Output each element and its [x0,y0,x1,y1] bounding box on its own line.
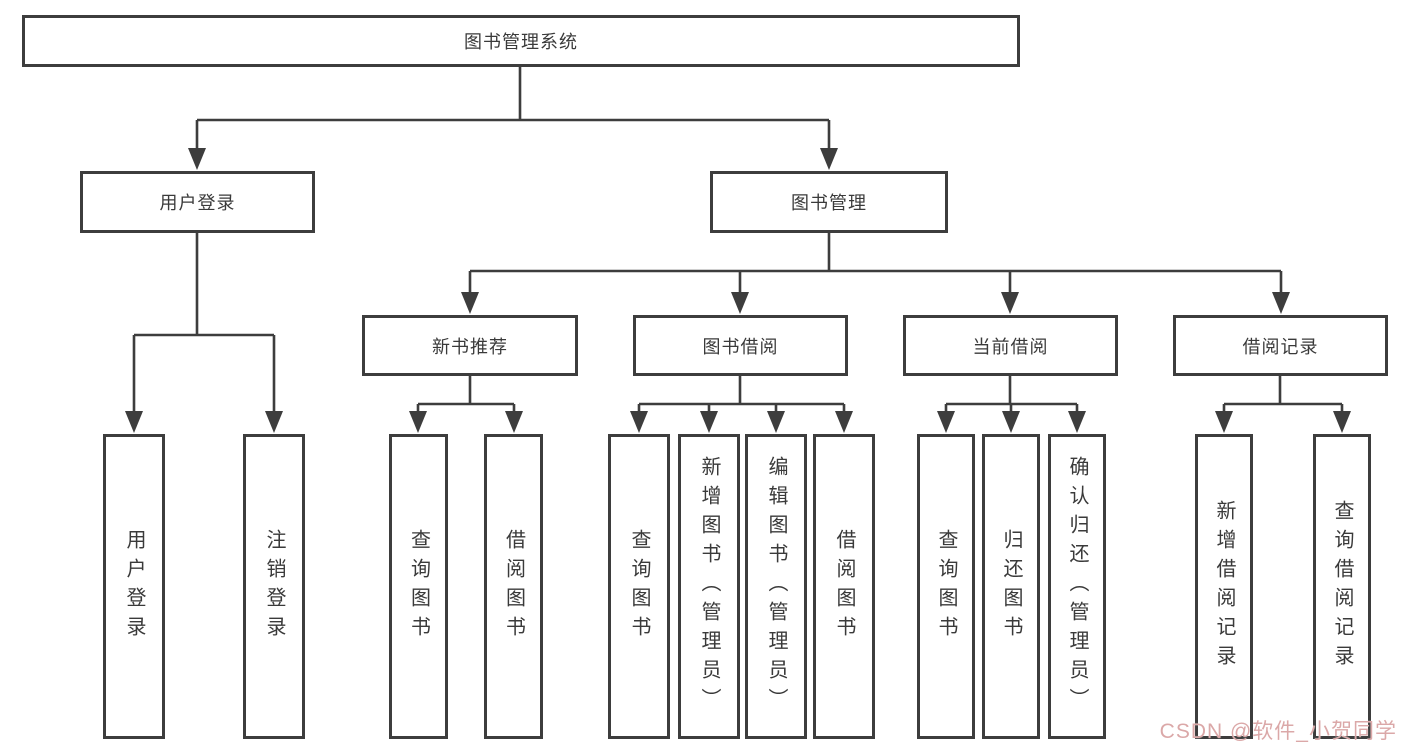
node-new-book-recommend: 新书推荐 [362,315,578,376]
leaf-label: 注销登录 [263,528,285,645]
leaf-label: 新增借阅记录 [1213,499,1235,674]
arrowhead [1001,292,1019,314]
leaf-borrow-books-recommend: 借阅图书 [484,434,543,739]
leaf-label: 用户登录 [123,528,145,645]
leaf-add-borrow-record: 新增借阅记录 [1195,434,1253,739]
arrowhead [700,411,718,433]
leaf-borrow-books: 借阅图书 [813,434,875,739]
leaf-user-login: 用户登录 [103,434,165,739]
leaf-logout: 注销登录 [243,434,305,739]
arrowhead [409,411,427,433]
arrowhead [1272,292,1290,314]
leaf-label: 查询图书 [935,528,957,645]
csdn-watermark: CSDN @软件_小贺同学 [1159,720,1397,743]
leaf-label: 归还图书 [1000,528,1022,645]
leaf-return-book: 归还图书 [982,434,1040,739]
arrowhead [820,148,838,170]
arrowhead [461,292,479,314]
leaf-query-borrow-record: 查询借阅记录 [1313,434,1371,739]
leaf-label: 确认归还（管理员） [1066,456,1088,717]
arrowhead [630,411,648,433]
arrowhead [265,411,283,433]
leaf-label: 借阅图书 [502,528,525,645]
leaf-label: 新增图书（管理员） [698,456,720,717]
node-book-borrow: 图书借阅 [633,315,848,376]
arrowhead [1002,411,1020,433]
leaf-label: 查询图书 [628,528,650,645]
leaf-edit-book-admin: 编辑图书（管理员） [745,434,807,739]
leaf-label: 编辑图书（管理员） [765,456,787,717]
arrowhead [937,411,955,433]
arrowhead [188,148,206,170]
arrowhead [125,411,143,433]
leaf-label: 查询图书 [407,528,430,645]
leaf-query-books-borrow: 查询图书 [608,434,670,739]
leaf-query-books-current: 查询图书 [917,434,975,739]
leaf-label: 查询借阅记录 [1331,499,1353,674]
arrowhead [1215,411,1233,433]
leaf-add-book-admin: 新增图书（管理员） [678,434,740,739]
arrowhead [1333,411,1351,433]
node-root: 图书管理系统 [22,15,1020,67]
arrowhead [1068,411,1086,433]
node-current-borrow: 当前借阅 [903,315,1118,376]
node-borrow-records: 借阅记录 [1173,315,1388,376]
leaf-confirm-return-admin: 确认归还（管理员） [1048,434,1106,739]
arrowhead [835,411,853,433]
node-book-management: 图书管理 [710,171,948,233]
arrowhead [731,292,749,314]
leaf-label: 借阅图书 [833,528,855,645]
arrowhead [767,411,785,433]
node-user-login: 用户登录 [80,171,315,233]
arrowhead [505,411,523,433]
leaf-query-books-recommend: 查询图书 [389,434,448,739]
